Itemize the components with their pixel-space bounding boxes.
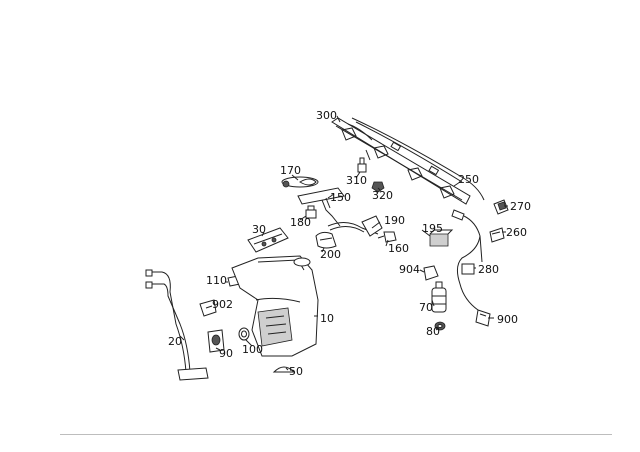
label-110: 110 [206, 274, 227, 287]
label-260: 260 [506, 226, 527, 239]
label-10: 10 [320, 312, 334, 325]
label-150: 150 [330, 191, 351, 204]
part-10-reservoir [231, 255, 319, 357]
label-310: 310 [346, 174, 367, 187]
label-170: 170 [280, 164, 301, 177]
part-902-bracket [199, 299, 217, 317]
part-320-nut [371, 181, 385, 193]
label-80: 80 [426, 325, 440, 338]
label-200: 200 [320, 248, 341, 261]
label-250: 250 [458, 173, 479, 186]
part-250-wiper-linkage [351, 117, 485, 263]
label-902: 902 [212, 298, 233, 311]
label-90: 90 [219, 347, 233, 360]
label-270: 270 [510, 200, 531, 213]
part-160-connector [377, 231, 397, 243]
part-310-clip [357, 157, 367, 173]
label-20: 20 [168, 335, 182, 348]
part-300-cowl-frame [331, 117, 471, 205]
part-280-washer-line [456, 235, 481, 311]
part-170-gasket [281, 176, 319, 188]
label-300: 300 [316, 109, 337, 122]
label-280: 280 [478, 263, 499, 276]
part-270-nozzle [493, 199, 509, 215]
label-100: 100 [242, 343, 263, 356]
part-100-seal [238, 327, 250, 341]
part-20-hose-assembly [145, 269, 209, 381]
label-70: 70 [419, 301, 433, 314]
label-50: 50 [289, 365, 303, 378]
part-90-pump [207, 329, 225, 353]
label-30: 30 [252, 223, 266, 236]
footer-divider [60, 434, 612, 435]
part-195-module [429, 229, 454, 247]
label-160: 160 [388, 242, 409, 255]
label-900: 900 [497, 313, 518, 326]
part-150-filler-neck [297, 187, 345, 227]
label-180: 180 [290, 216, 311, 229]
label-320: 320 [372, 189, 393, 202]
part-190-hose [327, 215, 383, 237]
label-904: 904 [399, 263, 420, 276]
label-190: 190 [384, 214, 405, 227]
part-30-cover [247, 227, 289, 253]
label-195: 195 [422, 222, 443, 235]
part-180-cap [305, 205, 317, 219]
part-900-connector [475, 309, 491, 327]
part-70-pump [431, 281, 447, 313]
part-50-cap [272, 366, 296, 373]
part-200-clamp [315, 231, 337, 249]
leader-lines [179, 115, 508, 371]
part-904-bracket [423, 265, 439, 281]
part-260-nozzle [489, 227, 505, 243]
